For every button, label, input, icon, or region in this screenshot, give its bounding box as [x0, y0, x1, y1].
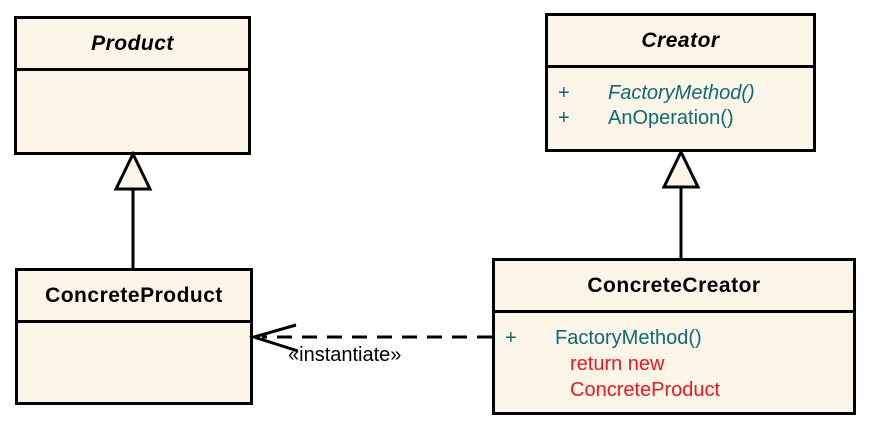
class-title-creator: Creator: [548, 16, 813, 68]
inheritance-triangle-product: [113, 150, 153, 191]
class-title-concrete-product: ConcreteProduct: [18, 271, 250, 323]
class-box-concrete-creator: ConcreteCreator + FactoryMethod() return…: [492, 258, 856, 415]
method-anoperation: + AnOperation(): [548, 106, 813, 131]
method-name: AnOperation(): [608, 107, 734, 129]
class-body-concrete-product: [18, 323, 250, 336]
note-return-new: return new: [570, 353, 665, 375]
visibility-plus: +: [505, 327, 517, 349]
inheritance-triangle-creator: [661, 148, 701, 189]
visibility-plus: +: [558, 82, 570, 104]
method-factorymethod-abstract: + FactoryMethod(): [548, 81, 813, 106]
method-factorymethod: + FactoryMethod(): [495, 326, 853, 351]
note-concrete-product: ConcreteProduct: [570, 379, 721, 401]
dependency-label-instantiate: «instantiate»: [288, 344, 402, 366]
class-body-product: [17, 71, 248, 84]
class-title-concrete-creator: ConcreteCreator: [495, 261, 853, 313]
class-body-concrete-creator: + FactoryMethod() return new ConcretePro…: [495, 313, 853, 403]
method-name: FactoryMethod(): [608, 82, 755, 104]
class-box-creator: Creator + FactoryMethod() + AnOperation(…: [545, 13, 816, 152]
class-box-concrete-product: ConcreteProduct: [15, 268, 253, 405]
method-name: FactoryMethod(): [555, 327, 702, 349]
visibility-plus: +: [558, 107, 570, 129]
class-box-product: Product: [14, 16, 251, 155]
class-title-product: Product: [17, 19, 248, 71]
class-body-creator: + FactoryMethod() + AnOperation(): [548, 68, 813, 131]
